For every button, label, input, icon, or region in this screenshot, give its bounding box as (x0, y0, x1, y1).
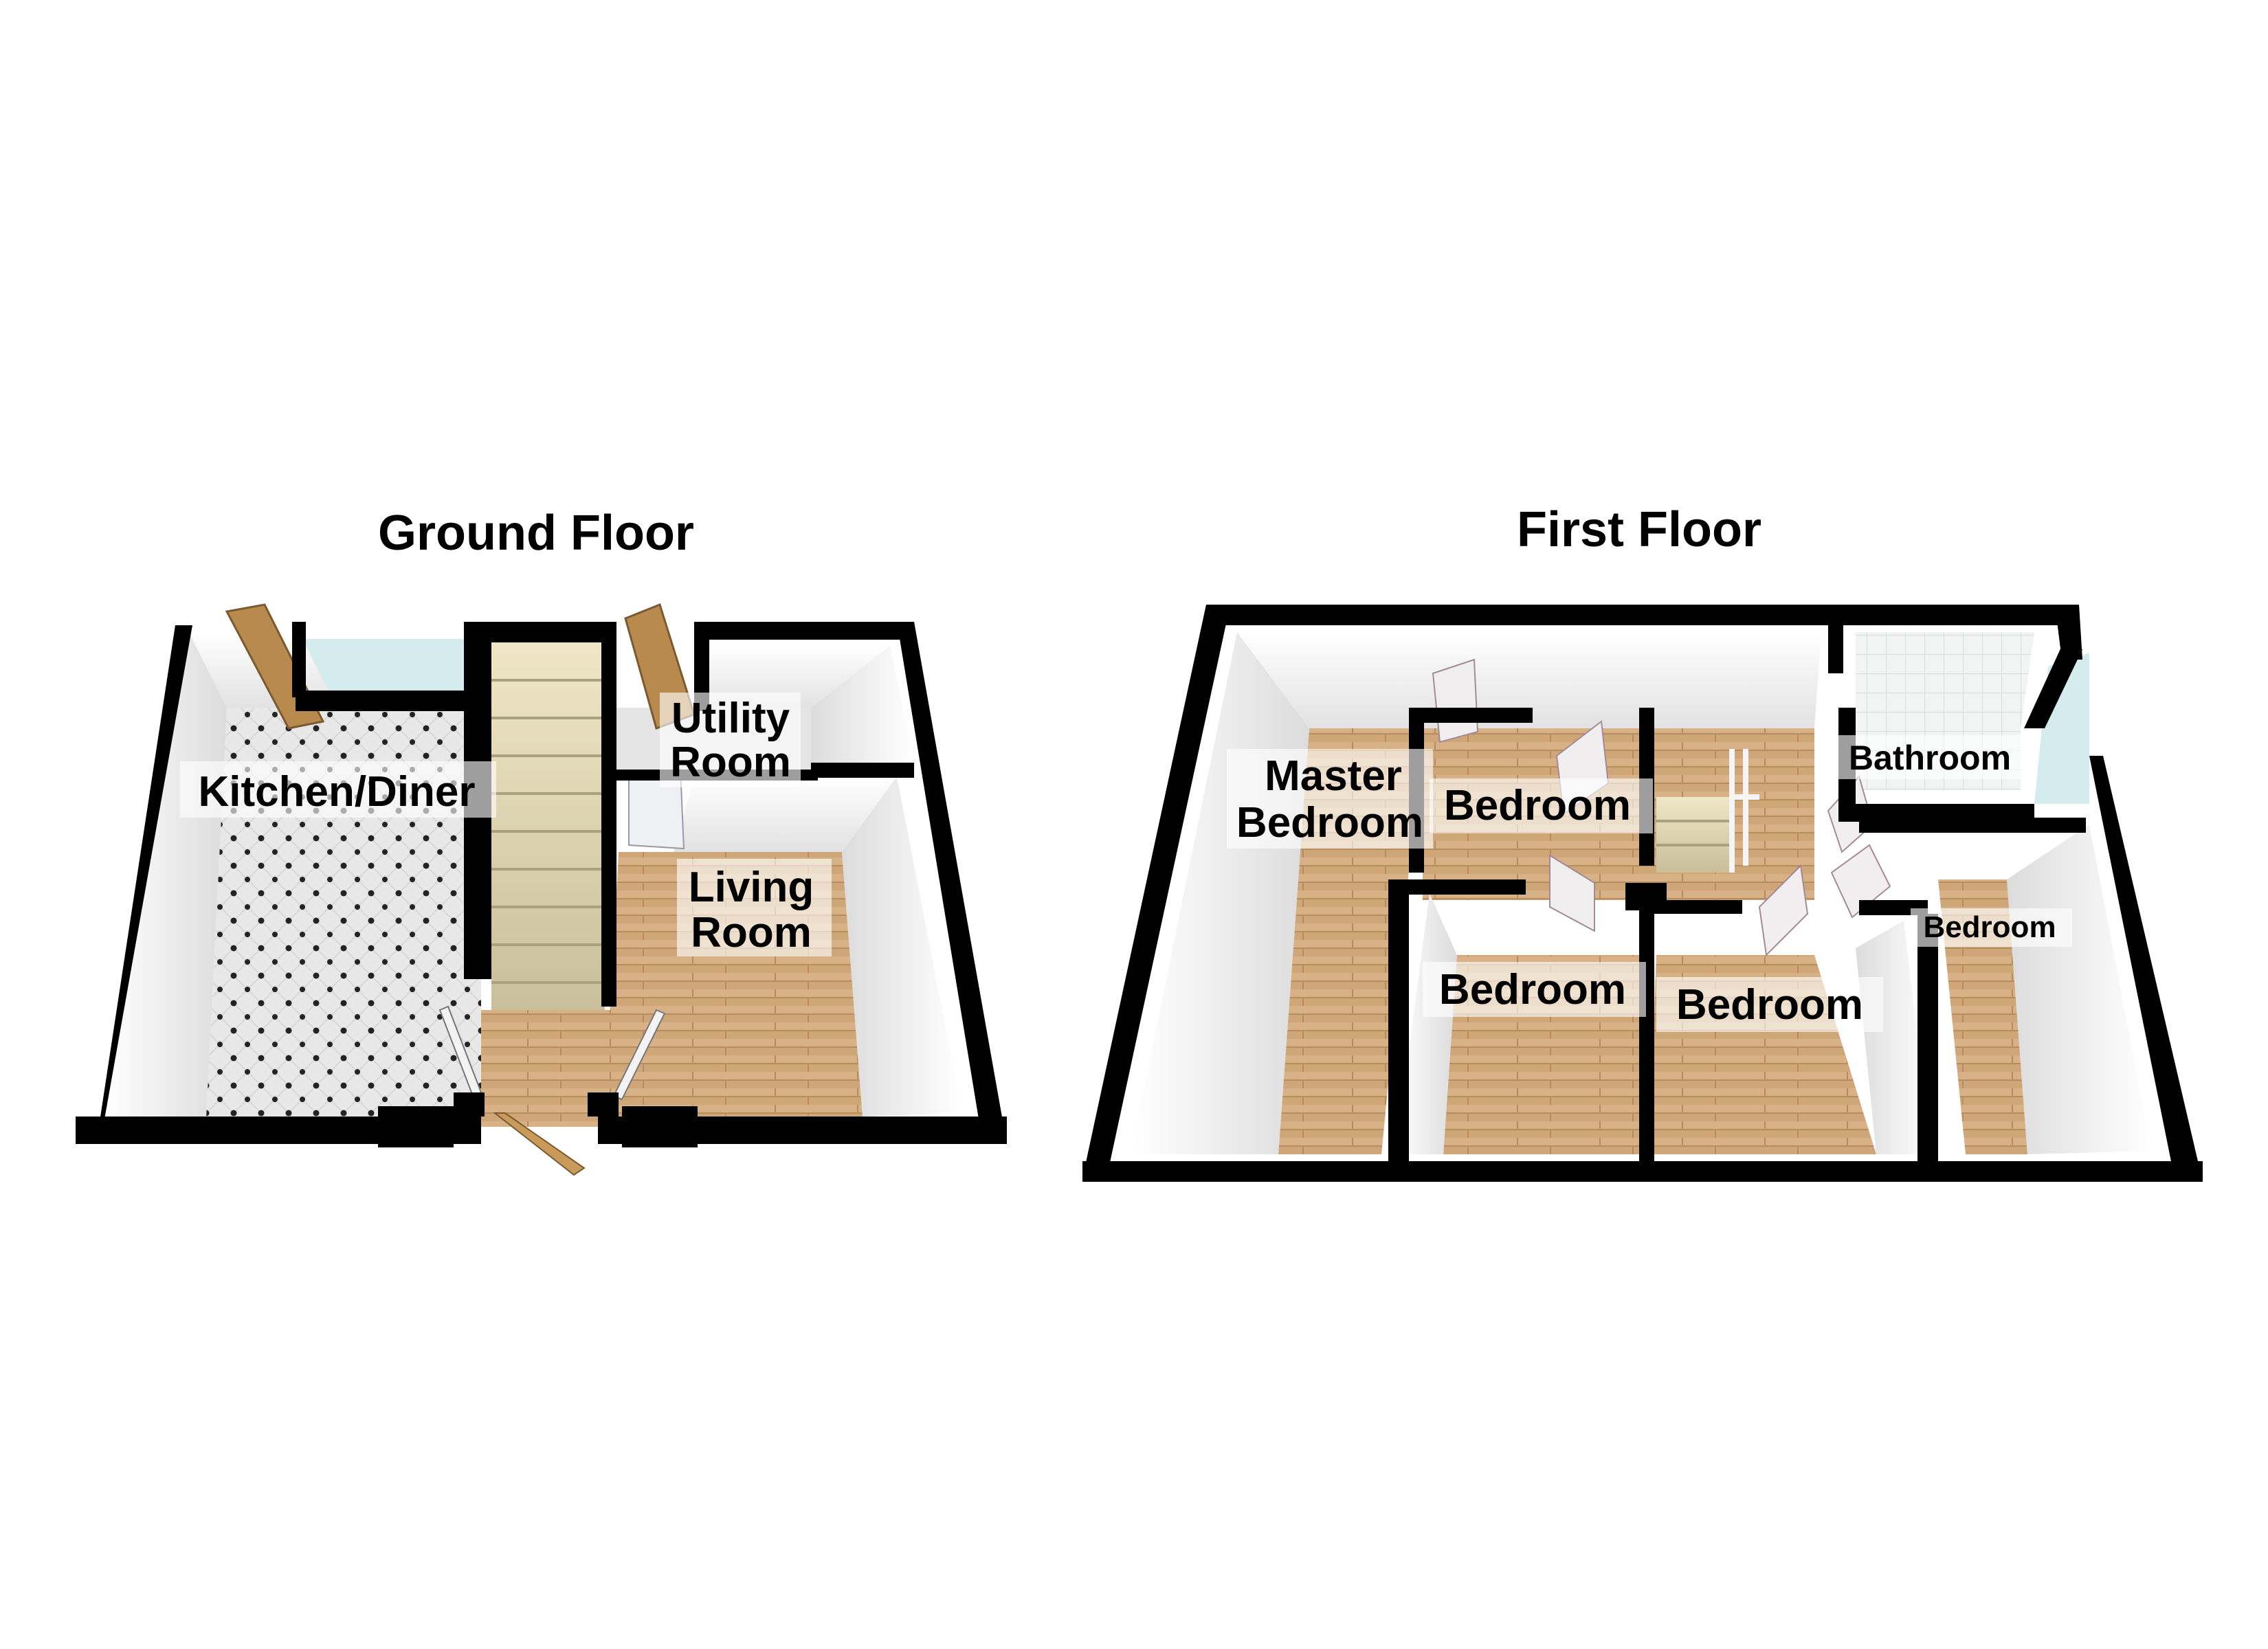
kitchen-left-wall-face (103, 632, 227, 1117)
room-label-bedroom-3: Bedroom (1439, 966, 1626, 1013)
master-top-wall-face (1237, 632, 1821, 728)
room-label-master-line1: Master (1265, 752, 1402, 800)
first-floor (1082, 605, 2203, 1182)
bedroom-3-left-wall-face (1395, 893, 1457, 1154)
room-label-bedroom-5: Bedroom (1923, 910, 2056, 944)
room-label-utility-line2: Room (670, 739, 791, 786)
room-label-master-line2: Bedroom (1236, 799, 1423, 846)
bedroom-5-floor (1938, 879, 2027, 1154)
utility-top-wall-face (694, 646, 890, 708)
ground-staircase (491, 642, 605, 1010)
living-top-wall-face (674, 776, 897, 852)
room-label-living-line2: Room (691, 909, 812, 956)
first-floor-title: First Floor (1517, 502, 1761, 557)
room-label-kitchen-diner: Kitchen/Diner (198, 768, 475, 816)
room-label-bedroom-2: Bedroom (1444, 782, 1631, 829)
utility-right-wall-face (811, 646, 914, 770)
living-right-wall-face (842, 776, 962, 1117)
first-floor-stairwell (1656, 749, 1759, 873)
room-label-bathroom: Bathroom (1849, 739, 2011, 777)
front-door-icon (493, 1112, 586, 1176)
bathroom-wall-face (1856, 632, 2034, 728)
bedroom-5-right-wall-face (2007, 824, 2151, 1154)
room-label-living-line1: Living (689, 864, 814, 911)
room-label-utility-line1: Utility (671, 695, 790, 742)
hall-door-right-icon (612, 1009, 666, 1101)
ground-floor-title: Ground Floor (378, 506, 694, 561)
master-door-icon (1432, 658, 1479, 743)
hall-floor (481, 1010, 619, 1127)
ground-floor (76, 603, 1007, 1176)
room-label-bedroom-4: Bedroom (1676, 981, 1863, 1029)
bedroom-3-door-icon (1549, 854, 1595, 932)
bedroom-5-door-icon (1830, 844, 1891, 919)
bedroom-4-door-icon (1758, 864, 1809, 957)
